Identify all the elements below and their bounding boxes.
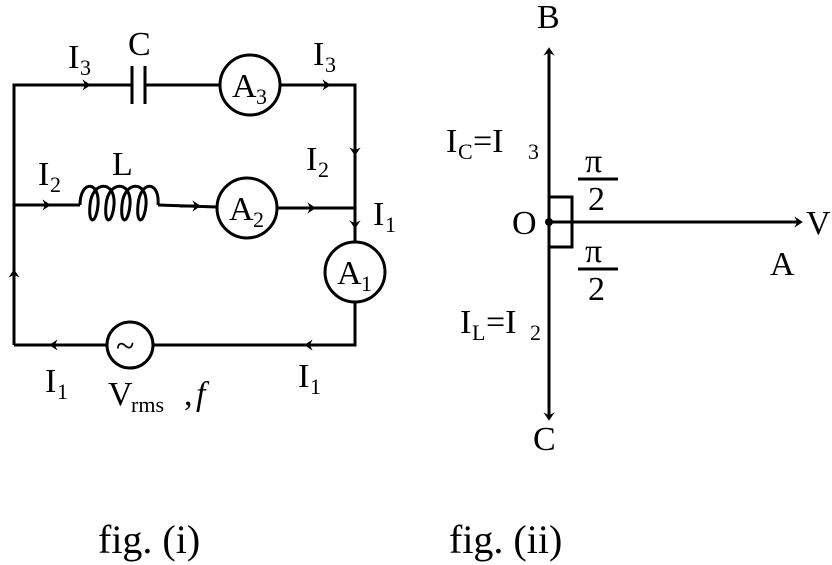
- label-c: C: [533, 421, 556, 458]
- right-angle-marks: [549, 195, 574, 249]
- svg-text:A: A: [229, 191, 254, 228]
- svg-text:I: I: [313, 36, 324, 73]
- svg-text:1: 1: [57, 379, 68, 404]
- svg-text:2: 2: [588, 271, 605, 308]
- current-arrows: [8, 79, 361, 351]
- svg-text:f: f: [196, 376, 210, 413]
- angle-lower: π 2: [578, 233, 618, 308]
- svg-text:2: 2: [318, 157, 329, 182]
- svg-text:3: 3: [80, 55, 91, 80]
- svg-text:3: 3: [528, 139, 539, 164]
- svg-text:3: 3: [256, 84, 267, 109]
- svg-text:L: L: [472, 320, 485, 345]
- svg-text:=I: =I: [486, 304, 517, 341]
- svg-text:I: I: [38, 156, 49, 193]
- svg-text:rms: rms: [131, 392, 164, 417]
- svg-text:I: I: [306, 141, 317, 178]
- inductor-label: L: [112, 146, 133, 183]
- svg-text:1: 1: [361, 271, 372, 296]
- circuit-wires: [12, 83, 357, 347]
- svg-text:π: π: [585, 143, 602, 180]
- svg-text:V: V: [108, 376, 133, 413]
- svg-text:2: 2: [530, 320, 541, 345]
- svg-text:2: 2: [50, 172, 61, 197]
- fig1-caption: fig. (i): [98, 517, 200, 562]
- svg-text:I: I: [68, 39, 79, 76]
- svg-text:A: A: [337, 255, 362, 292]
- svg-text:I: I: [298, 358, 309, 395]
- angle-upper: π 2: [578, 143, 618, 218]
- svg-text:2: 2: [588, 181, 605, 218]
- svg-text:I: I: [45, 363, 56, 400]
- label-o: O: [512, 205, 537, 242]
- capacitor: [130, 66, 147, 104]
- label-v: V: [806, 205, 831, 242]
- svg-text:C: C: [458, 139, 473, 164]
- svg-text:1: 1: [385, 212, 396, 237]
- svg-text:,: ,: [184, 376, 193, 413]
- fig2-caption: fig. (ii): [449, 517, 562, 562]
- capacitor-label: C: [128, 26, 151, 63]
- svg-text:I: I: [446, 123, 457, 160]
- inductor-coil: [78, 184, 160, 222]
- svg-text:π: π: [585, 233, 602, 270]
- svg-text:1: 1: [310, 374, 321, 399]
- svg-text:I: I: [460, 304, 471, 341]
- svg-text:I: I: [373, 196, 384, 233]
- svg-text:~: ~: [116, 328, 134, 365]
- label-b: B: [537, 0, 560, 36]
- source-label: V rms , f: [108, 376, 210, 417]
- svg-text:3: 3: [325, 52, 336, 77]
- svg-text:A: A: [232, 68, 257, 105]
- ac-source: ~: [105, 320, 155, 370]
- svg-text:2: 2: [253, 207, 264, 232]
- svg-text:=I: =I: [473, 123, 504, 160]
- label-a: A: [770, 246, 795, 283]
